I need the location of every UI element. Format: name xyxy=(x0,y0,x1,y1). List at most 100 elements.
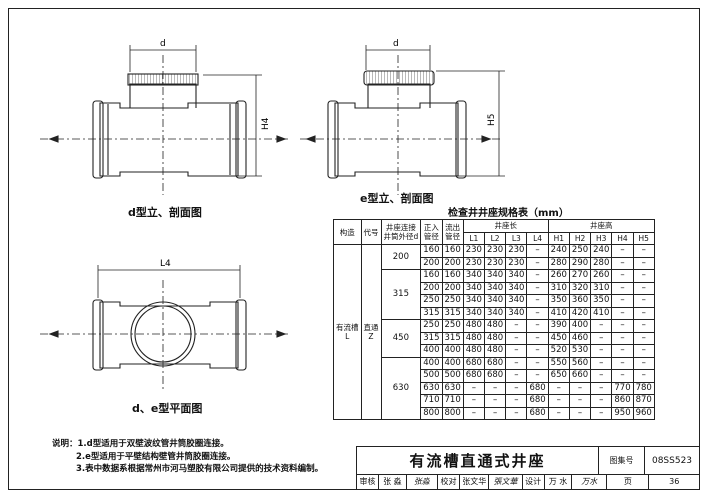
spec-cell: 200 xyxy=(441,281,464,295)
d-type-elevation xyxy=(40,45,290,195)
dim-d-right-label: d xyxy=(393,39,399,49)
spec-cell: 460 xyxy=(568,331,592,345)
spec-cell: 160 xyxy=(441,244,464,258)
spec-cell: – xyxy=(611,356,634,370)
spec-cell: – xyxy=(526,319,549,333)
spec-cell: 340 xyxy=(483,294,507,308)
drawing-title: 有流槽直通式井座 xyxy=(357,447,599,475)
spec-cell: 400 xyxy=(441,344,464,358)
spec-cell: 340 xyxy=(505,269,528,283)
note-3: 3.表中数据系根据常州市河马塑胶有限公司提供的技术资料编制。 xyxy=(76,464,324,474)
spec-cell: – xyxy=(590,344,613,358)
spec-cell: – xyxy=(590,331,613,345)
spec-cell: 310 xyxy=(547,281,570,295)
spec-cell: 480 xyxy=(483,331,507,345)
spec-cell: – xyxy=(526,344,549,358)
spec-cell: – xyxy=(632,369,655,383)
spec-cell: – xyxy=(505,369,528,383)
spec-cell: 710 xyxy=(441,394,464,408)
designer-signature: 万水 xyxy=(572,475,608,489)
spec-cell: 310 xyxy=(590,281,613,295)
spec-cell: 480 xyxy=(462,331,485,345)
spec-cell: – xyxy=(505,406,528,420)
reviewer-name: 张 淼 xyxy=(379,475,407,489)
spec-cell: 860 xyxy=(611,394,634,408)
spec-cell: 680 xyxy=(526,406,549,420)
spec-cell: – xyxy=(611,306,634,320)
spec-cell: 680 xyxy=(462,356,485,370)
spec-cell: 500 xyxy=(420,369,443,383)
spec-cell: 680 xyxy=(526,381,549,395)
spec-cell: 160 xyxy=(420,269,443,283)
spec-cell: – xyxy=(632,306,655,320)
spec-subheader-cell: L4 xyxy=(526,231,549,245)
spec-cell: 290 xyxy=(568,256,592,270)
spec-cell: – xyxy=(462,406,485,420)
atlas-label: 图集号 xyxy=(599,447,645,475)
page-number: 36 xyxy=(669,477,680,486)
spec-cell: – xyxy=(632,344,655,358)
spec-cell: – xyxy=(526,356,549,370)
spec-cell: 250 xyxy=(441,319,464,333)
spec-cell: 340 xyxy=(505,281,528,295)
spec-subheader-cell: L1 xyxy=(462,231,485,245)
spec-cell: 340 xyxy=(462,281,485,295)
spec-cell: 390 xyxy=(547,319,570,333)
spec-header-length: 井座长 xyxy=(462,219,549,233)
spec-cell: 200 xyxy=(420,256,443,270)
spec-cell: 410 xyxy=(547,306,570,320)
spec-cell: 950 xyxy=(611,406,634,420)
note-1: 说明：1.d型适用于双壁波纹管井筒胶圈连接。 xyxy=(52,439,229,449)
title-block: 有流槽直通式井座 图集号 08SS523 审核 张 淼 张淼 校对 张文华 張文… xyxy=(356,446,700,490)
spec-cell: 630 xyxy=(420,381,443,395)
caption-d-type: d型立、剖面图 xyxy=(128,206,202,219)
spec-cell: – xyxy=(590,406,613,420)
spec-cell: 450 xyxy=(547,331,570,345)
spec-cell: – xyxy=(526,244,549,258)
spec-cell: 280 xyxy=(547,256,570,270)
checker-name: 张文华 xyxy=(460,475,490,489)
design-label: 设计 xyxy=(523,475,545,489)
spec-subheader-cell: L2 xyxy=(483,231,507,245)
spec-cell: – xyxy=(526,269,549,283)
notes: 说明：1.d型适用于双壁波纹管井筒胶圈连接。 2.e型适用于平壁结构壁管井筒胶圈… xyxy=(52,438,323,476)
spec-cell: 230 xyxy=(462,244,485,258)
spec-cell: 800 xyxy=(441,406,464,420)
spec-cell: – xyxy=(611,244,634,258)
spec-cell: 230 xyxy=(505,244,528,258)
spec-cell: – xyxy=(483,381,507,395)
spec-cell: – xyxy=(483,394,507,408)
spec-cell: – xyxy=(505,381,528,395)
spec-header-pipe: 井座连接 井筒外径d xyxy=(380,219,422,245)
spec-cell: 260 xyxy=(590,269,613,283)
spec-cell: – xyxy=(505,331,528,345)
spec-cell: – xyxy=(568,394,592,408)
spec-cell: 780 xyxy=(632,381,655,395)
caption-e-type: e型立、剖面图 xyxy=(360,192,434,205)
designer-name: 万 水 xyxy=(545,475,573,489)
dim-d-left-label: d xyxy=(160,39,166,49)
spec-cell: – xyxy=(505,319,528,333)
spec-cell: 340 xyxy=(462,294,485,308)
spec-table-title: 检查井井座规格表（mm） xyxy=(448,208,569,219)
spec-cell: – xyxy=(611,344,634,358)
spec-cell: – xyxy=(611,281,634,295)
spec-header-struct: 构造 xyxy=(333,219,362,245)
spec-cell: 480 xyxy=(462,344,485,358)
spec-struct-cell: 有流槽 L xyxy=(333,244,362,420)
spec-cell: 770 xyxy=(611,381,634,395)
spec-cell: 680 xyxy=(462,369,485,383)
spec-cell: 360 xyxy=(568,294,592,308)
spec-cell: – xyxy=(632,356,655,370)
spec-cell: – xyxy=(526,306,549,320)
spec-cell: 200 xyxy=(420,281,443,295)
atlas-number: 08SS523 xyxy=(645,447,699,475)
spec-cell: 650 xyxy=(547,369,570,383)
